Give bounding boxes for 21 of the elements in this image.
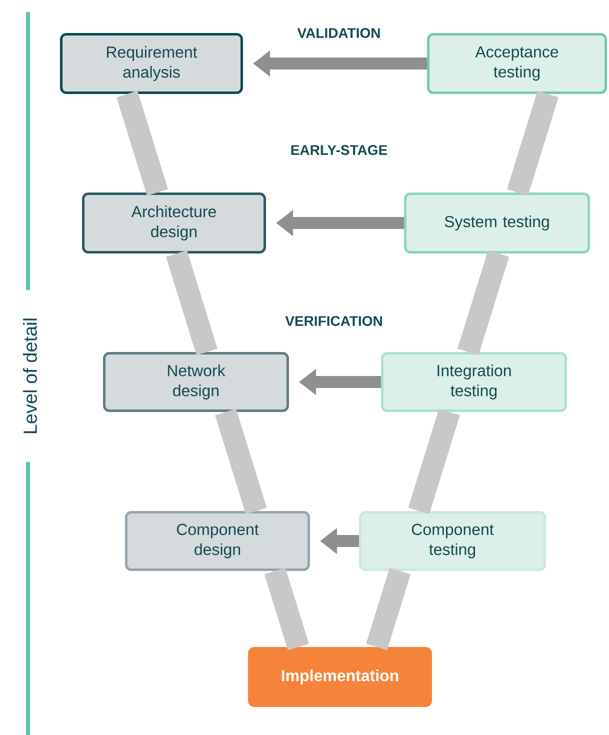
v-band <box>408 408 460 514</box>
testing-box: System testing <box>404 192 590 254</box>
design-box: Network design <box>103 352 289 412</box>
v-band <box>458 250 510 356</box>
v-band <box>166 250 218 356</box>
v-band <box>506 90 558 196</box>
testing-box: Integration testing <box>381 352 567 412</box>
section-heading: EARLY-STAGE <box>291 145 388 155</box>
design-box: Requirement analysis <box>60 33 243 94</box>
axis-label: Level of detail <box>23 318 37 434</box>
section-heading: VERIFICATION <box>285 316 382 326</box>
design-box: Architecture design <box>82 192 266 254</box>
testing-box: Component testing <box>359 511 546 571</box>
section-heading: VALIDATION <box>297 28 380 38</box>
v-band <box>215 408 267 514</box>
v-band <box>366 568 411 650</box>
testing-box: Acceptance testing <box>427 33 607 94</box>
implementation-box: Implementation <box>248 647 432 707</box>
design-box: Component design <box>125 511 310 571</box>
v-band <box>264 568 309 650</box>
v-band <box>116 90 168 196</box>
